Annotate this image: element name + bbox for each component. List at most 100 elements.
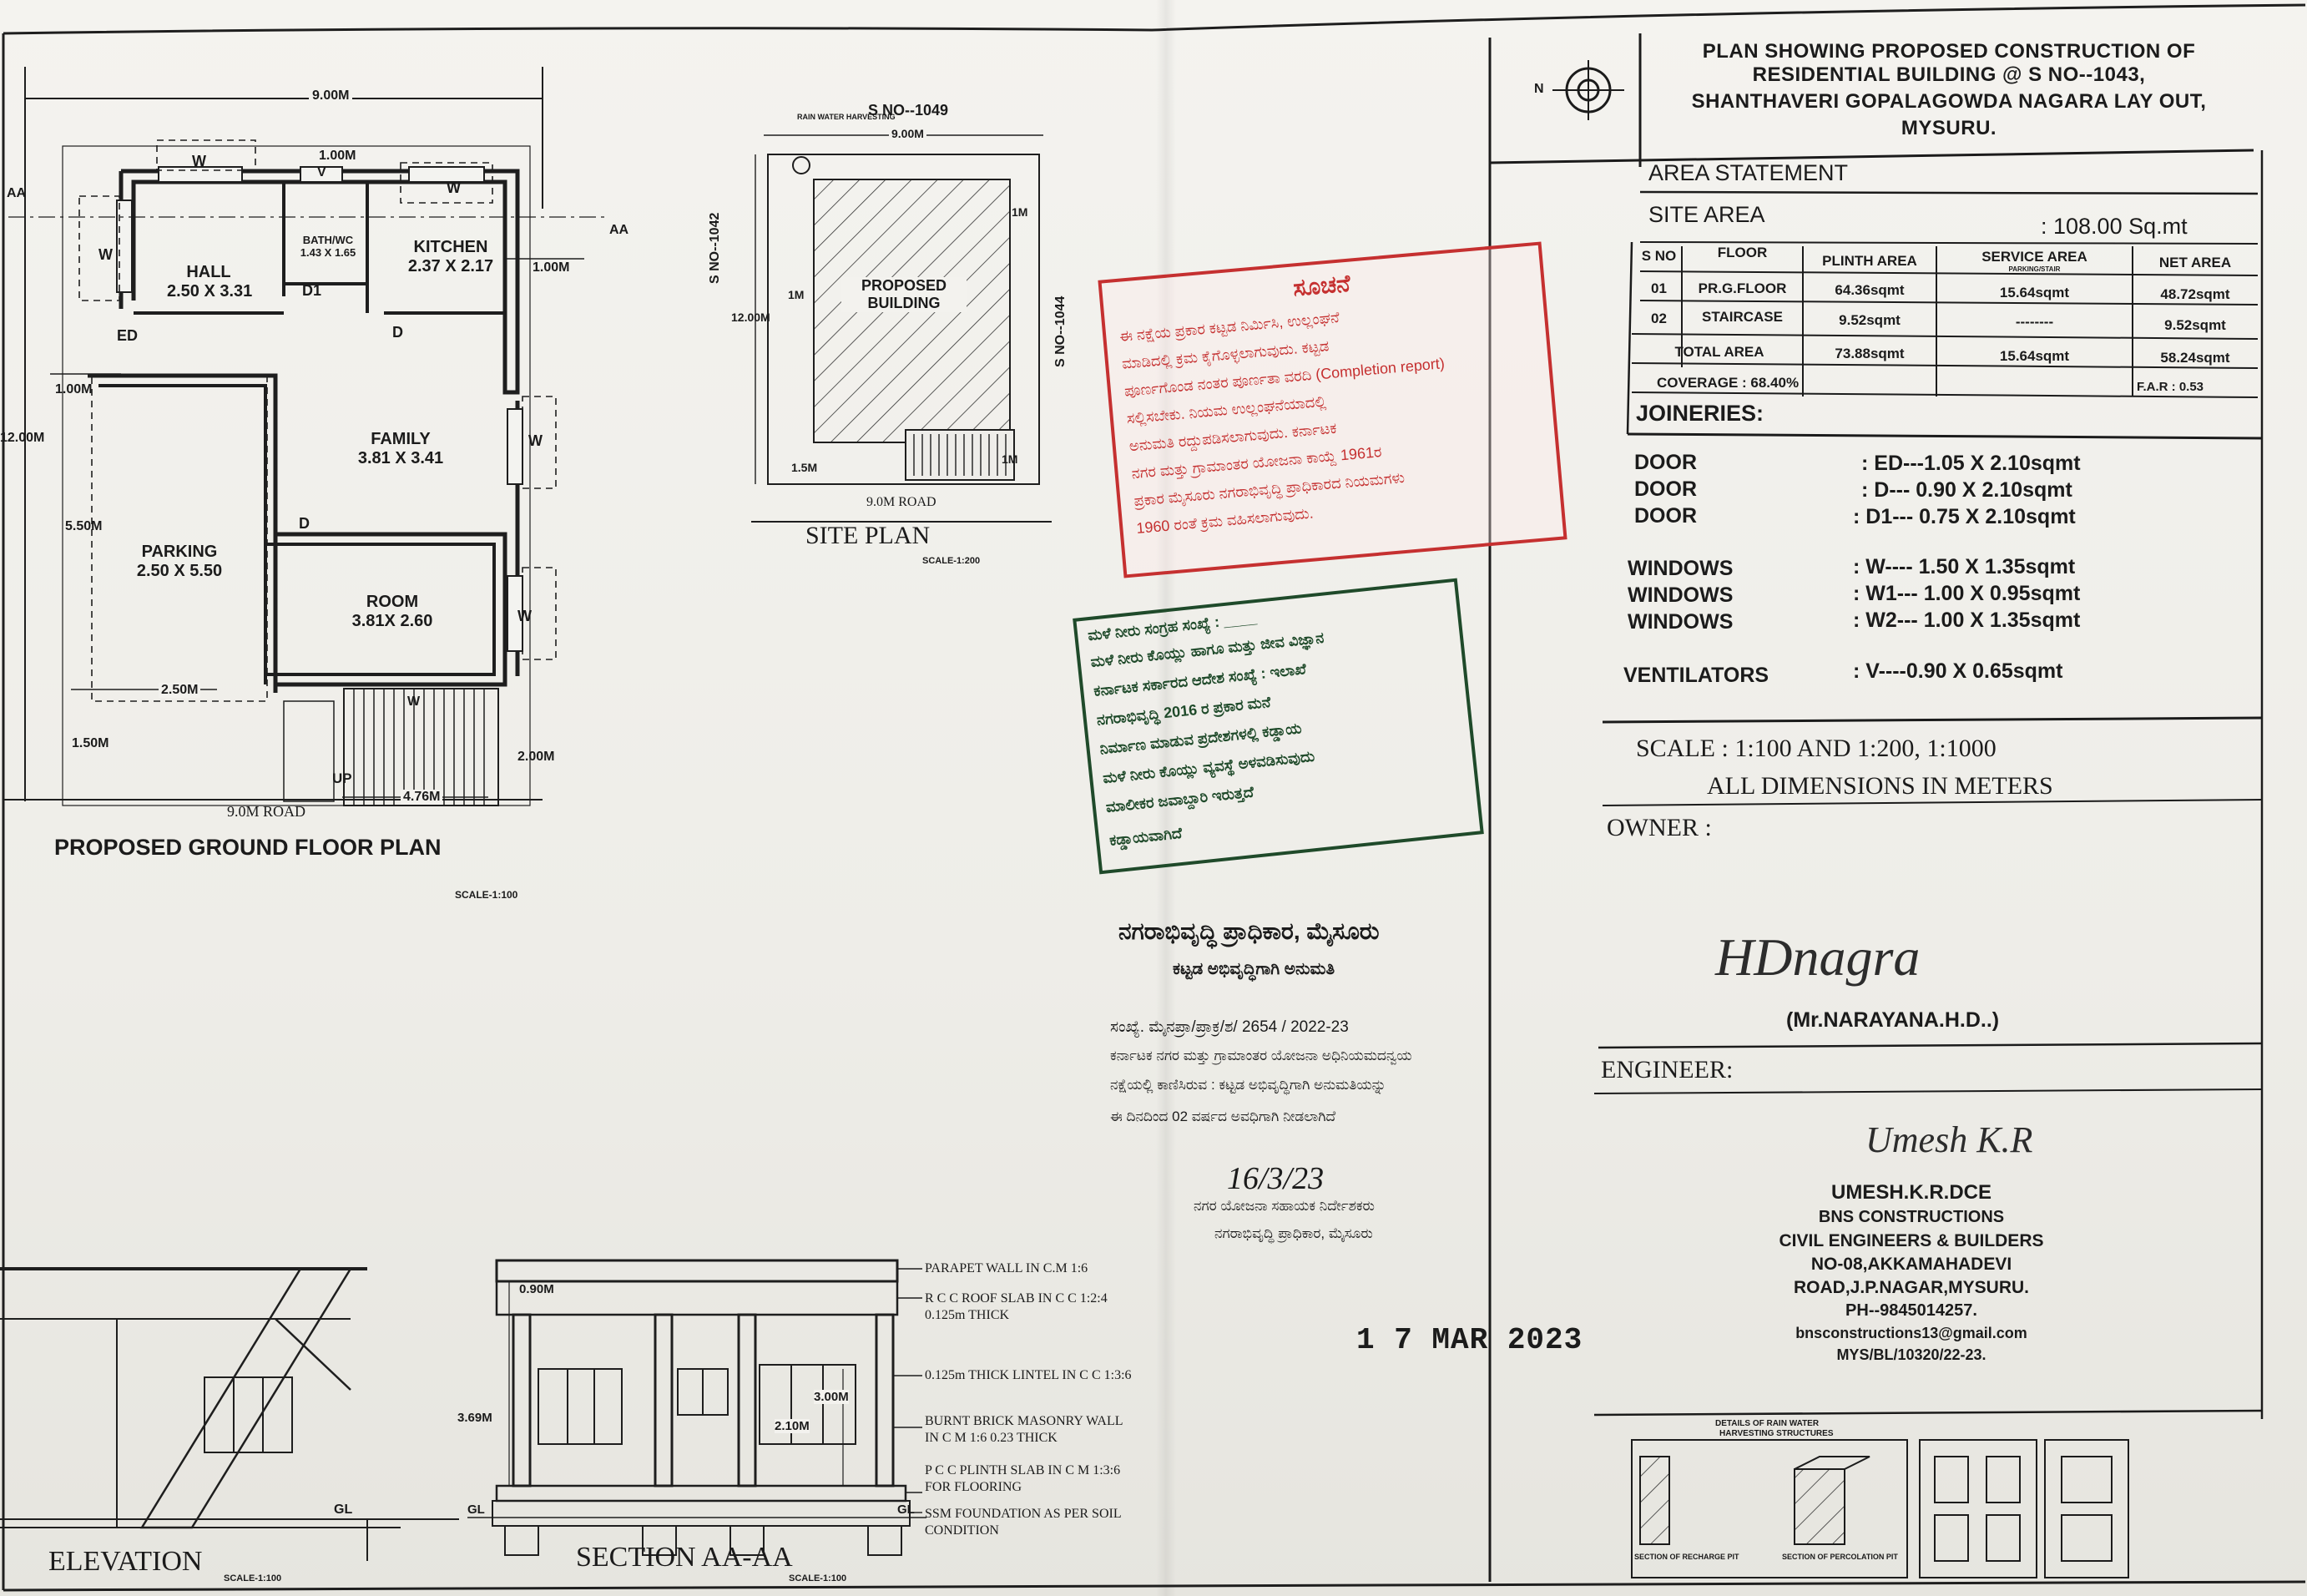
col-header: PLINTH AREA xyxy=(1822,253,1917,269)
dimensions-note: ALL DIMENSIONS IN METERS xyxy=(1707,772,2053,800)
elevation-linework xyxy=(0,1267,459,1561)
col-header: NET AREA xyxy=(2158,255,2232,270)
section-scale: SCALE-1:100 xyxy=(789,1573,847,1583)
label-up: UP xyxy=(332,770,352,786)
table-cell: 01 xyxy=(1651,280,1667,296)
site-plan-scale: SCALE-1:200 xyxy=(922,556,981,566)
section-linework xyxy=(467,1259,926,1556)
ground-floor-title: PROPOSED GROUND FLOOR PLAN xyxy=(54,835,442,860)
section-title: SECTION AA-AA xyxy=(576,1542,793,1573)
total-service: 15.64sqmt xyxy=(1999,348,2070,364)
elevation-scale: SCALE-1:100 xyxy=(224,1573,282,1583)
coverage: COVERAGE : 68.40% xyxy=(1657,375,1800,391)
label-w: W xyxy=(517,608,532,624)
joinery-size: : W---- 1.50 X 1.35sqmt xyxy=(1853,555,2076,578)
muda-line: ನಕ್ಷೆಯಲ್ಲಿ ಕಾಣಿಸಿರುವ : ಕಟ್ಟಡ ಅಭಿವೃದ್ಧಿಗಾ… xyxy=(1110,1077,1386,1093)
site-1m-right: 1M xyxy=(1012,205,1028,219)
joinery-type: DOOR xyxy=(1634,477,1697,501)
label-ed: ED xyxy=(117,327,139,344)
site-height: 12.00M xyxy=(731,311,770,324)
joineries-heading: JOINERIES: xyxy=(1636,401,1764,426)
site-1m-left: 1M xyxy=(788,288,805,301)
muda-footer: ನಗರಾಭಿವೃದ್ಧಿ ಪ್ರಾಧಿಕಾರ, ಮೈಸೂರು xyxy=(1214,1225,1373,1241)
col-subheader: PARKING/STAIR xyxy=(2008,265,2061,273)
dim-1m-top: 1.00M xyxy=(319,149,356,163)
joinery-size: : ED---1.05 X 2.10sqmt xyxy=(1861,452,2081,475)
site-area-label: SITE AREA xyxy=(1648,202,1765,227)
rwh-title: HARVESTING STRUCTURES xyxy=(1719,1429,1834,1438)
sec-3-00m: 3.00M xyxy=(814,1390,849,1404)
table-cell: 9.52sqmt xyxy=(2164,317,2226,333)
dim-4-76m: 4.76M xyxy=(401,790,443,805)
rwh-tiny-label: RAIN WATER HARVESTING xyxy=(797,113,896,121)
muda-footer: ನಗರ ಯೋಜನಾ ಸಹಾಯಕ ನಿರ್ದೇಶಕರು xyxy=(1194,1198,1375,1214)
joinery-size: : D--- 0.90 X 2.10sqmt xyxy=(1861,478,2072,502)
joinery-size: : D1--- 0.75 X 2.10sqmt xyxy=(1853,505,2076,528)
north-arrow-icon: N xyxy=(1534,82,1544,96)
elevation-gl: GL xyxy=(334,1503,353,1517)
joinery-type: WINDOWS xyxy=(1628,583,1734,607)
drawing-title: PLAN SHOWING PROPOSED CONSTRUCTION OF RE… xyxy=(1691,40,2207,139)
joinery-size: : W2--- 1.00 X 1.35sqmt xyxy=(1853,609,2081,632)
far: F.A.R : 0.53 xyxy=(2137,380,2204,394)
red-approval-stamp: ಸೂಚನೆ ಈ ನಕ್ಷೆಯ ಪ್ರಕಾರ ಕಟ್ಟಡ ನಿರ್ಮಿಸಿ, ಉಲ… xyxy=(1098,241,1567,578)
site-1m-bottom: 1M xyxy=(1002,452,1018,466)
joinery-type: DOOR xyxy=(1634,504,1697,528)
label-w: W xyxy=(447,179,461,196)
dim-1-50m: 1.50M xyxy=(72,736,109,750)
site-right-label: S NO--1044 xyxy=(1053,295,1068,367)
label-d: D xyxy=(392,324,403,341)
rwh-caption: SECTION OF RECHARGE PIT xyxy=(1634,1553,1739,1561)
owner-name: (Mr.NARAYANA.H.D..) xyxy=(1786,1008,2000,1032)
dim-5-50m: 5.50M xyxy=(65,519,103,533)
rwh-caption: SECTION OF PERCOLATION PIT xyxy=(1782,1553,1898,1561)
label-aa-right: AA xyxy=(609,223,629,237)
muda-line: ಕರ್ನಾಟಕ ನಗರ ಮತ್ತು ಗ್ರಾಮಾಂತರ ಯೋಜನಾ ಅಧಿನಿಯ… xyxy=(1110,1048,1412,1063)
label-road: 9.0M ROAD xyxy=(227,803,306,820)
col-header: FLOOR xyxy=(1717,245,1768,260)
dim-2-00m: 2.00M xyxy=(517,750,555,764)
total-plinth: 73.88sqmt xyxy=(1835,346,1905,361)
table-cell: 9.52sqmt xyxy=(1839,312,1901,328)
muda-heading: ನಗರಾಭಿವೃದ್ಧಿ ಪ್ರಾಧಿಕಾರ, ಮೈಸೂರು xyxy=(1118,918,1380,944)
paper-fold xyxy=(1156,0,1176,1596)
site-area-value: : 108.00 Sq.mt xyxy=(2041,214,2188,239)
joinery-size: : V----0.90 X 0.65sqmt xyxy=(1853,659,2063,683)
ground-floor-walls xyxy=(4,67,609,806)
joinery-type: WINDOWS xyxy=(1628,557,1734,580)
date-stamp: 1 7 MAR 2023 xyxy=(1356,1323,1583,1357)
dim-width: 9.00M xyxy=(309,88,353,104)
table-cell: -------- xyxy=(2015,314,2054,330)
elevation-title: ELEVATION xyxy=(48,1546,203,1577)
joinery-type: VENTILATORS xyxy=(1623,664,1769,687)
site-plan-title: SITE PLAN xyxy=(805,522,931,549)
joinery-size: : W1--- 1.00 X 0.95sqmt xyxy=(1853,582,2081,605)
rwh-title: DETAILS OF RAIN WATER xyxy=(1715,1419,1820,1428)
label-v: V xyxy=(317,165,326,179)
table-cell: 48.72sqmt xyxy=(2160,286,2230,302)
engineer-label: ENGINEER: xyxy=(1601,1056,1734,1083)
dim-1m-right: 1.00M xyxy=(533,260,570,275)
scale-text: SCALE : 1:100 AND 1:200, 1:1000 xyxy=(1636,735,1997,762)
total-label: TOTAL AREA xyxy=(1674,344,1764,360)
joinery-type: DOOR xyxy=(1634,451,1697,474)
dim-2-50m: 2.50M xyxy=(159,683,201,698)
sec-gl-right: GL xyxy=(897,1503,915,1517)
site-1-5m: 1.5M xyxy=(791,461,818,474)
table-cell: PR.G.FLOOR xyxy=(1698,280,1787,296)
sec-3-69m: 3.69M xyxy=(457,1411,492,1425)
approval-signature-date: 16/3/23 xyxy=(1227,1161,1325,1196)
table-cell: 02 xyxy=(1651,311,1667,326)
label-w: W xyxy=(407,694,421,709)
engineer-signature: Umesh K.R xyxy=(1865,1119,2033,1160)
label-w: W xyxy=(528,432,543,449)
label-aa-left: AA xyxy=(7,186,27,200)
area-statement-heading: AREA STATEMENT xyxy=(1648,160,1849,185)
label-d1: D1 xyxy=(302,282,322,299)
